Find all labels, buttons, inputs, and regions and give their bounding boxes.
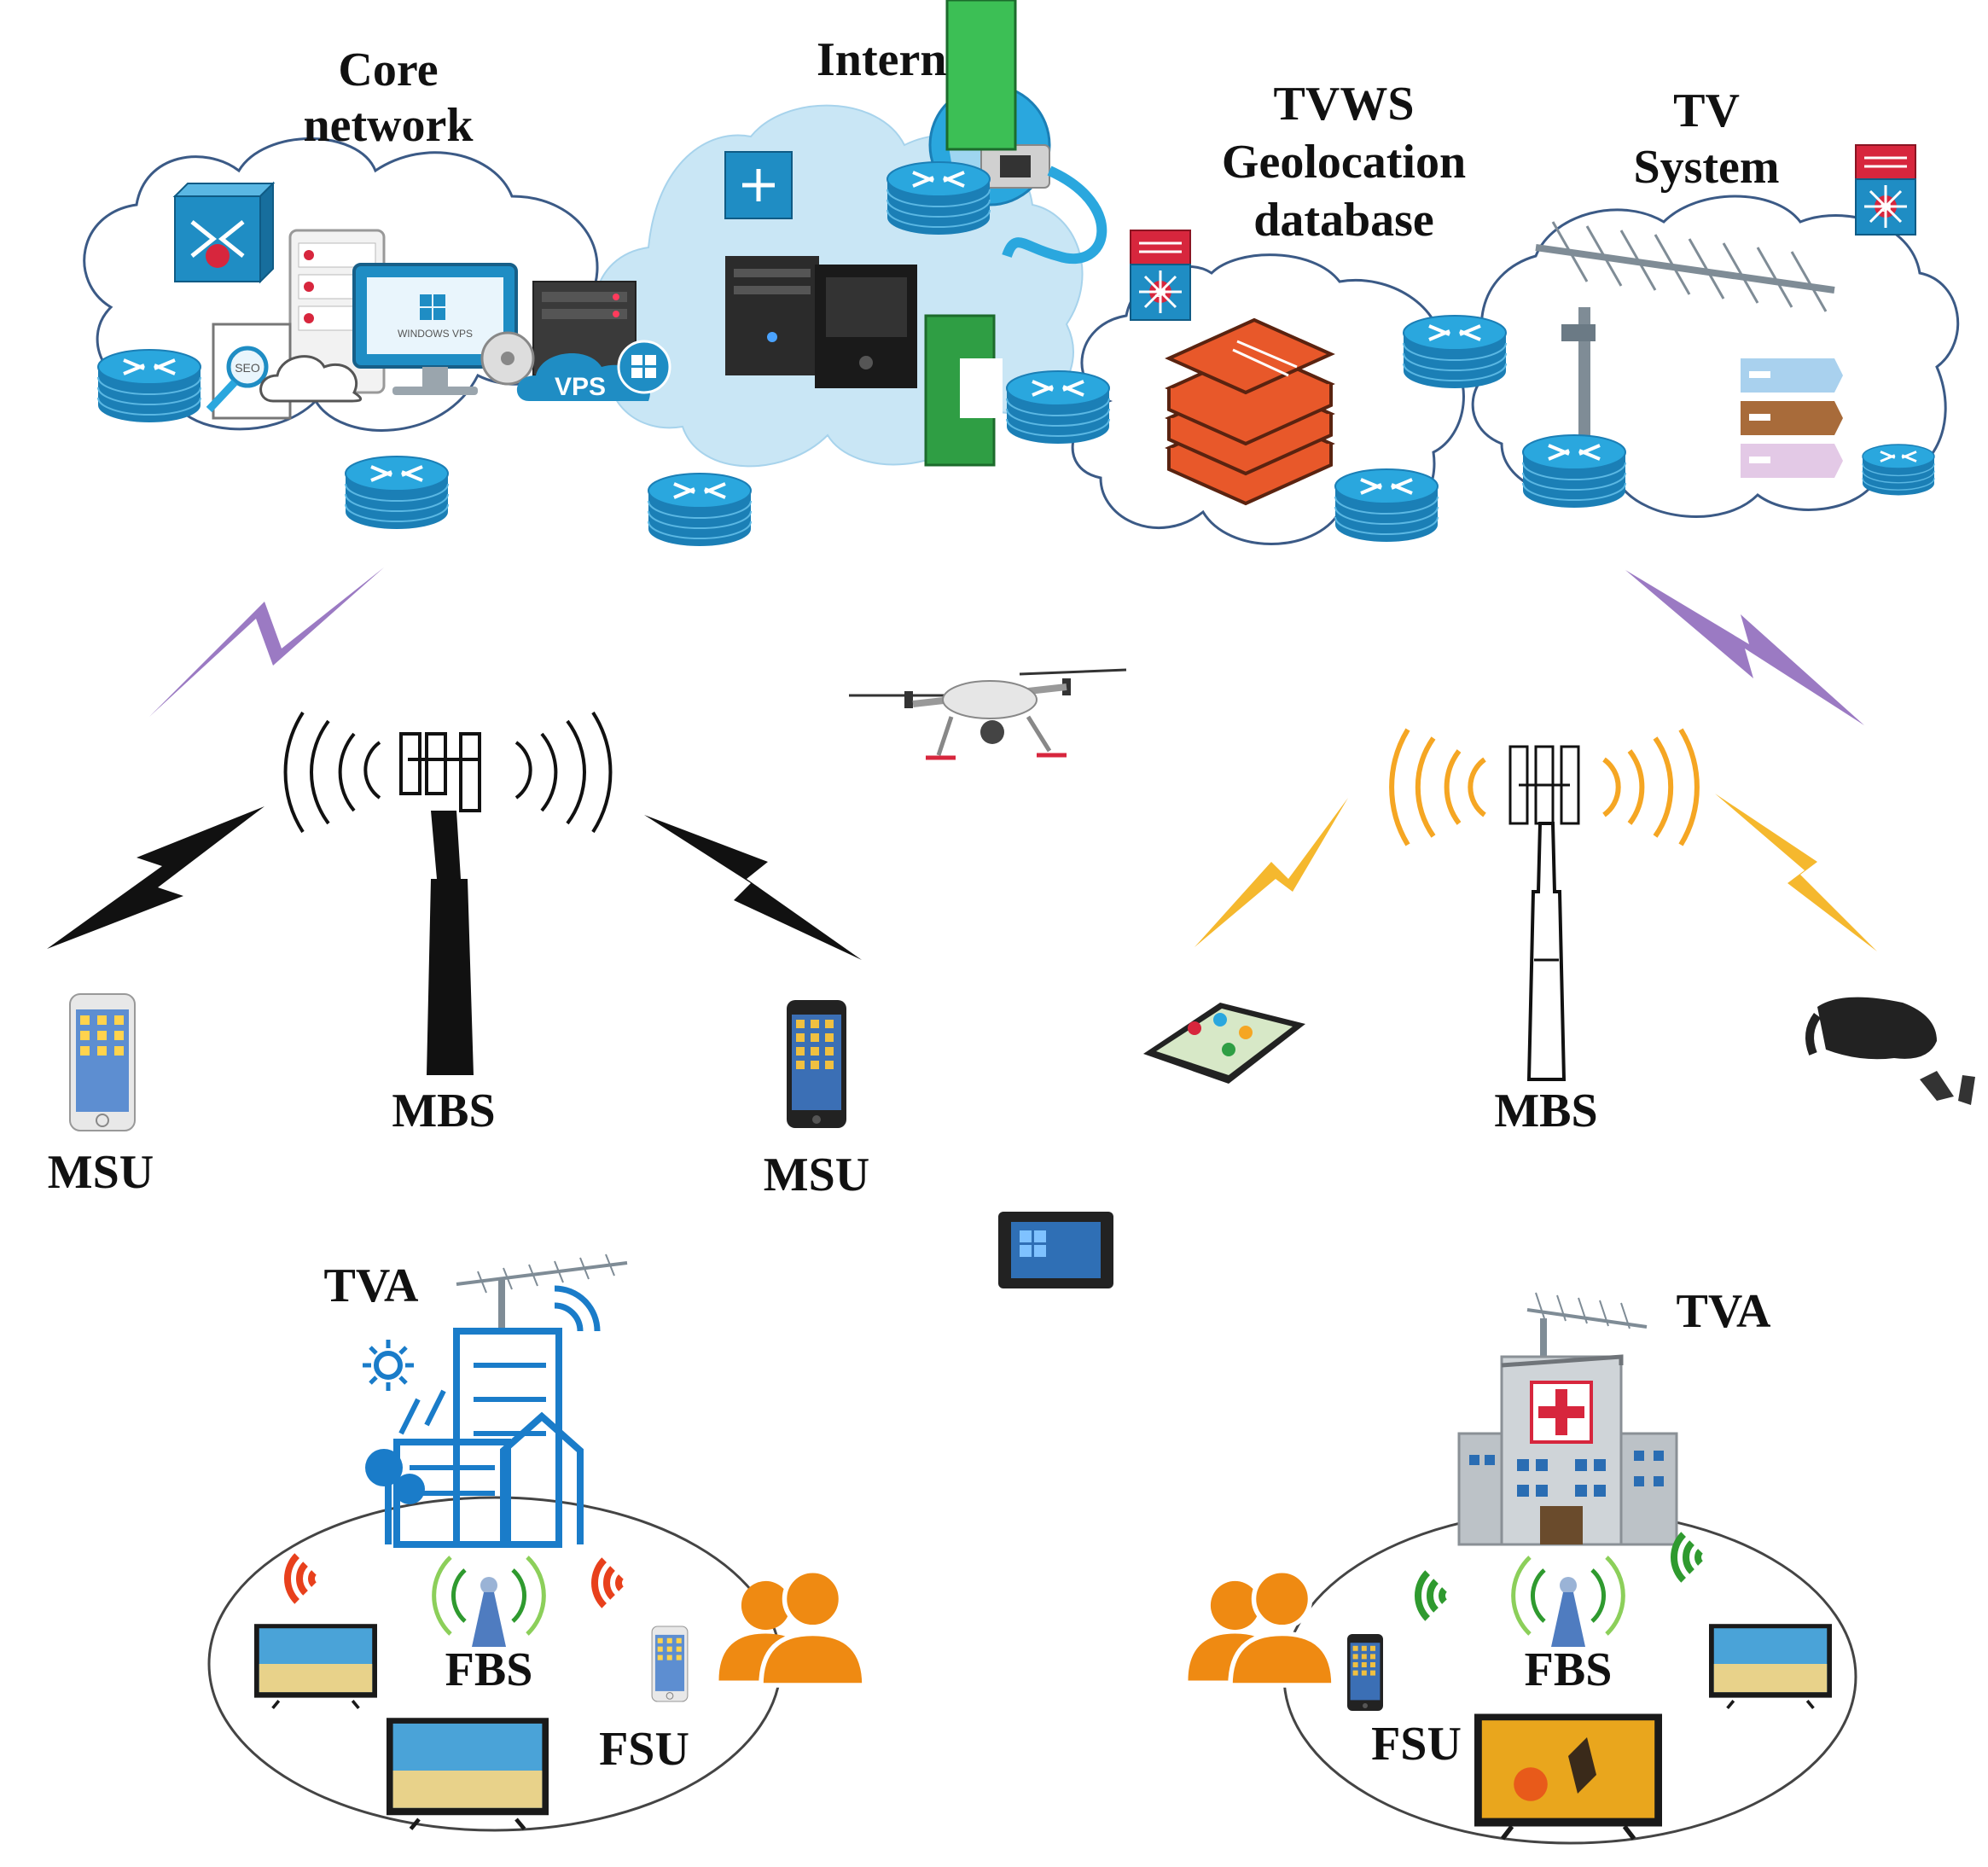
television-icon: [1474, 1713, 1662, 1841]
database-stack-icon: [1165, 317, 1335, 506]
link-mbs-msu-left: [47, 806, 264, 949]
television-icon: [253, 1622, 379, 1710]
tablet-icon: [998, 1212, 1113, 1288]
tv-antenna-icon: [1535, 221, 1835, 452]
windows-vps-text: WINDOWS VPS: [398, 328, 473, 340]
tv-system-label-2: System: [1633, 141, 1779, 194]
link-mbs-vr-right: [1715, 794, 1877, 951]
mbs-right-label: MBS: [1494, 1085, 1597, 1137]
router-icon: [1334, 468, 1439, 544]
seo-text: SEO: [235, 361, 260, 375]
msu-mid-label: MSU: [764, 1149, 869, 1201]
television-icon: [1707, 1622, 1834, 1710]
smartphone-icon: [69, 993, 136, 1131]
switch-icon: [724, 151, 793, 219]
msu-left-label: MSU: [48, 1146, 154, 1199]
cell-tower-icon: [283, 711, 613, 1075]
users-group-icon: [1189, 1571, 1334, 1685]
tv-antenna-icon: [456, 1253, 628, 1331]
router-icon: [1521, 433, 1627, 509]
hospital-icon: [1457, 1354, 1678, 1546]
fsu-left-label: FSU: [599, 1723, 689, 1776]
cell-tower-icon: [1389, 728, 1700, 1081]
drone-icon: [849, 668, 1127, 760]
si-text: SI: [1880, 201, 1891, 214]
fbs-antenna-icon: [434, 1557, 544, 1647]
link-mbs-mobile-right: [1195, 798, 1348, 947]
tree-icon: [394, 1474, 425, 1504]
fbs-right-label: FBS: [1525, 1643, 1613, 1696]
book-icon: [924, 0, 1017, 467]
core-network-label-2: network: [303, 99, 474, 152]
server-stack-icon: [1741, 358, 1843, 478]
fsu-right-label: FSU: [1371, 1718, 1462, 1771]
router-icon: [344, 455, 450, 531]
tvws-label-2: Geolocation: [1222, 136, 1466, 189]
vps-server-icon: VPS: [480, 281, 671, 401]
smartphone-icon: [651, 1626, 689, 1702]
backhaul-link-left: [149, 567, 384, 717]
router-icon: [886, 160, 991, 236]
wifi-signal-icon: [284, 1553, 317, 1604]
si-switch-icon: SI: [1129, 229, 1192, 322]
mbs-left-label: MBS: [392, 1085, 495, 1137]
book-front: [945, 0, 1017, 151]
television-icon: [387, 1718, 549, 1829]
backhaul-link-right: [1625, 570, 1864, 725]
tva-right-label: TVA: [1676, 1285, 1771, 1338]
router-icon: [1005, 369, 1111, 445]
tv-antenna-icon: [1526, 1292, 1648, 1357]
link-mbs-msu-mid: [644, 815, 862, 960]
tvws-label-1: TVWS: [1274, 78, 1415, 131]
tv-system-label-1: TV: [1673, 84, 1740, 137]
fbs-antenna-icon: [1514, 1557, 1624, 1647]
tree-icon: [365, 1449, 403, 1486]
wifi-signal-icon: [1671, 1532, 1704, 1583]
map-phone-icon: [1143, 1003, 1305, 1084]
smartphone-icon: [1347, 1634, 1383, 1711]
server-tower-icon: [725, 256, 917, 388]
si-text: SI: [1154, 286, 1165, 300]
router-icon: [96, 348, 202, 424]
smartphone-icon: [787, 1000, 846, 1128]
wifi-signal-icon: [1415, 1570, 1448, 1621]
wifi-signal-icon: [591, 1557, 625, 1608]
switch-icon: [175, 183, 273, 282]
smart-building-icon: [363, 1285, 601, 1548]
tva-left-label: TVA: [323, 1259, 419, 1312]
cloud-small-icon: [259, 355, 363, 403]
router-icon: [647, 472, 753, 548]
router-icon: [1861, 443, 1936, 497]
si-switch-icon: SI: [1854, 143, 1917, 236]
tvws-label-3: database: [1253, 194, 1434, 247]
router-icon: [1402, 314, 1508, 390]
users-group-icon: [719, 1571, 865, 1685]
vr-headset-icon: [1805, 997, 1975, 1105]
core-network-label-1: Core: [338, 44, 438, 96]
vps-text: VPS: [555, 373, 606, 401]
fbs-left-label: FBS: [445, 1643, 533, 1696]
monitor-icon: WINDOWS VPS: [352, 263, 518, 395]
